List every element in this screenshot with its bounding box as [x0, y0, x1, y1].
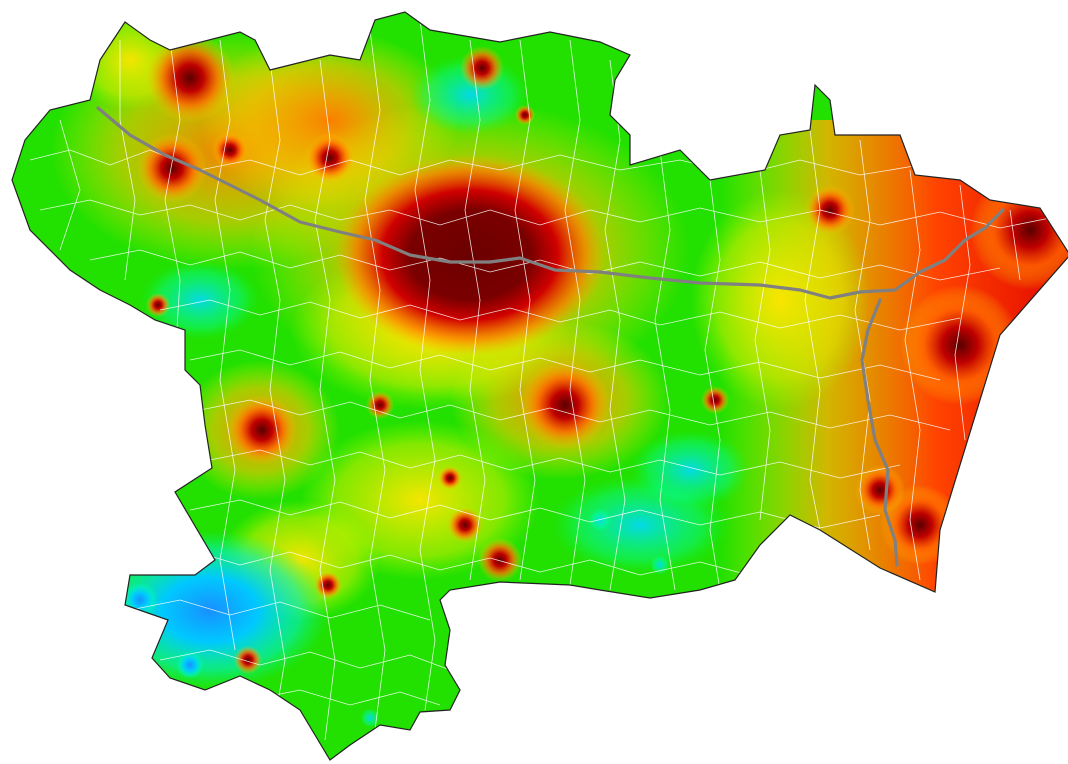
highway-line	[96, 106, 1005, 567]
region-outline	[11, 11, 1068, 761]
commune-boundaries	[29, 19, 1051, 741]
